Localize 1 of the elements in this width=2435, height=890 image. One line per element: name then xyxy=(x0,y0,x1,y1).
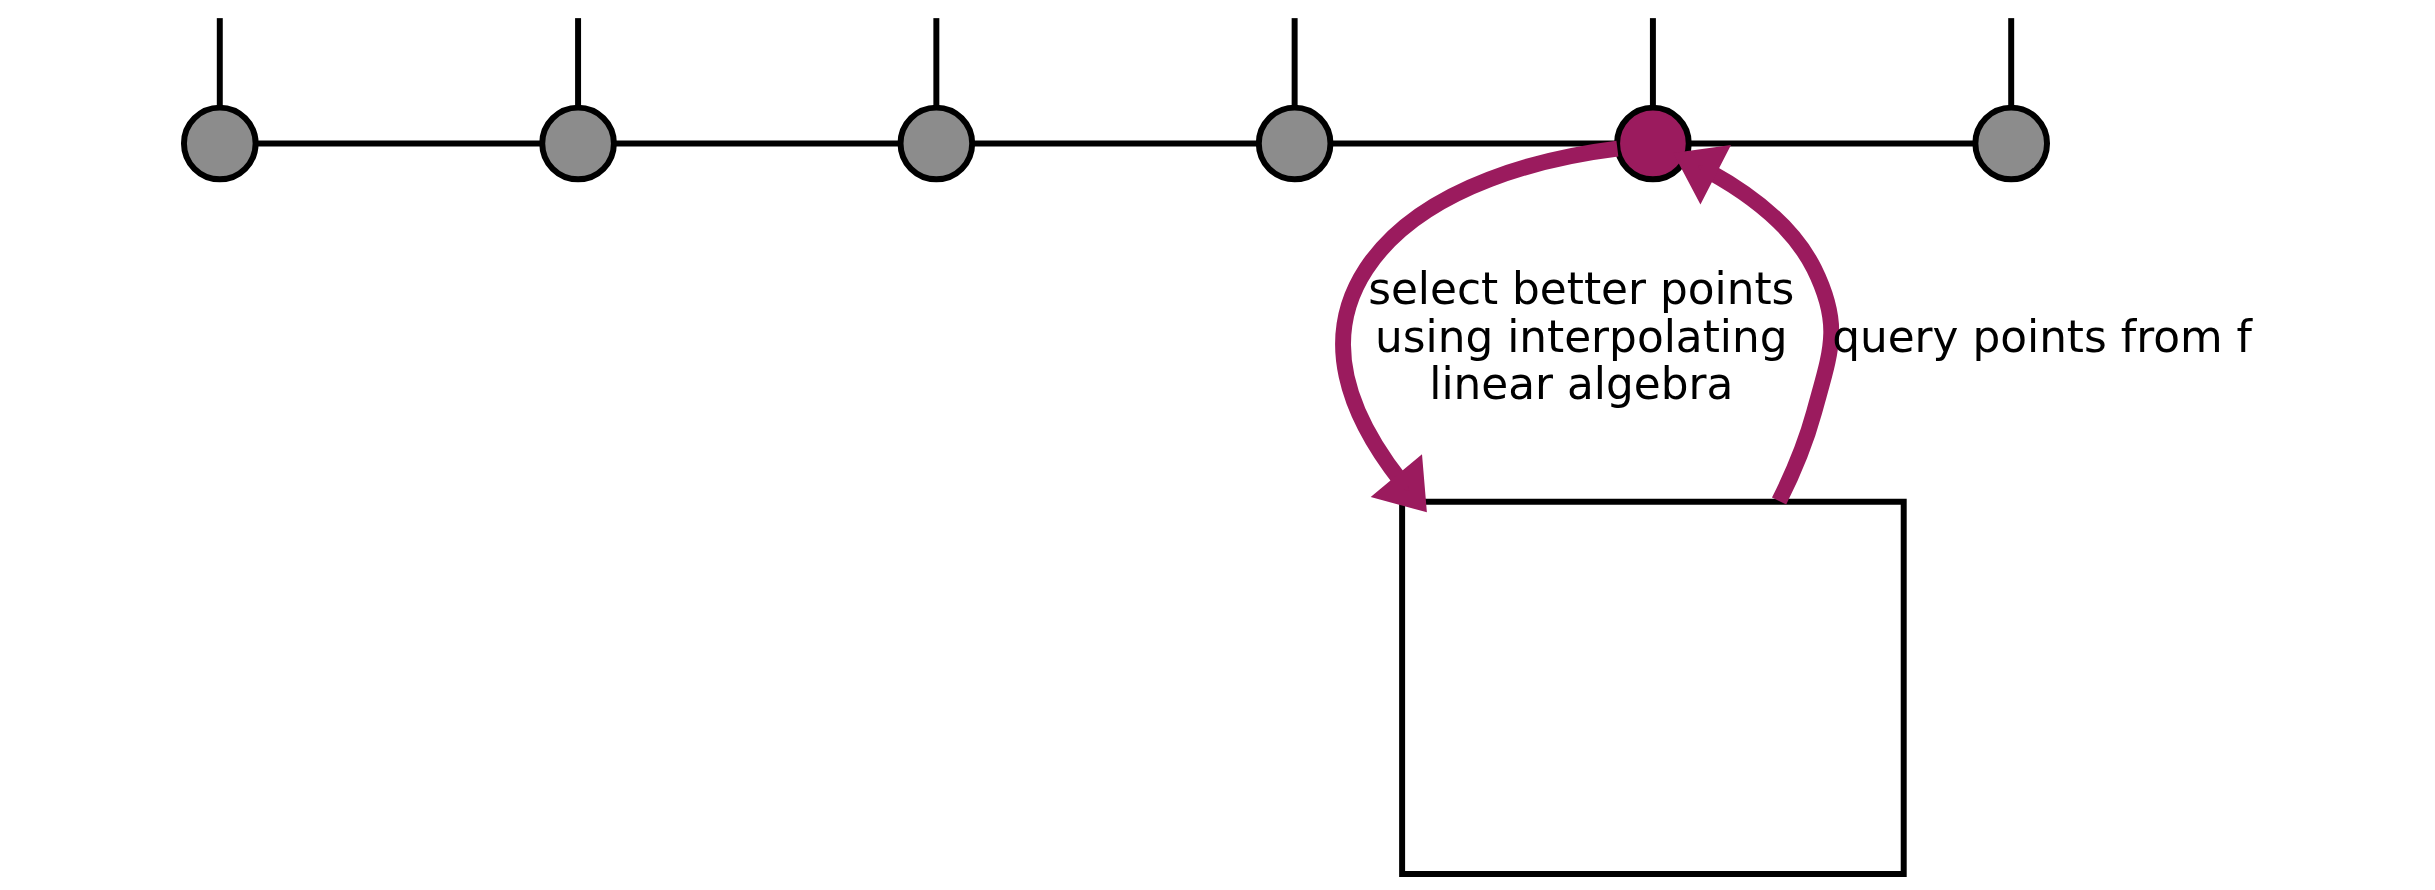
edge-label: select better points using interpolating linear algebra xyxy=(1367,262,1794,410)
